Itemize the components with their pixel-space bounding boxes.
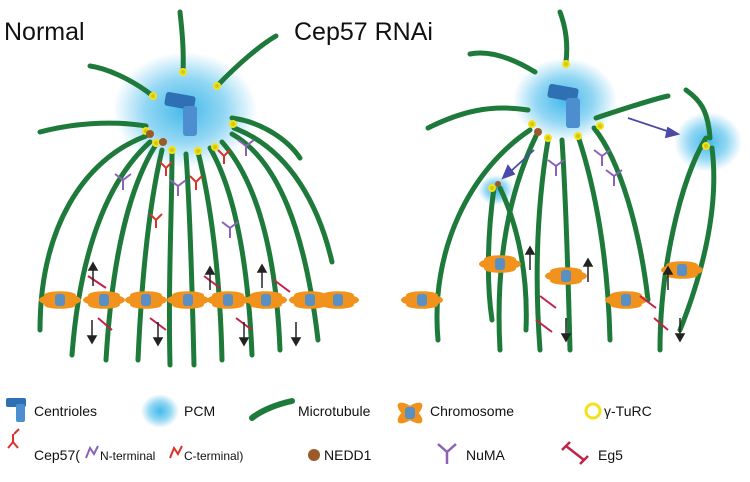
- title-rnai: Cep57 RNAi: [294, 18, 433, 46]
- centriole-normal: [164, 91, 197, 136]
- rnai-spindle: [401, 9, 742, 353]
- normal-spindle: [37, 9, 359, 368]
- legend-gamma-turc: γ-TuRC: [584, 402, 652, 420]
- legend-label-numa: NuMA: [466, 447, 506, 463]
- n-terminal-icon: [85, 445, 99, 459]
- numa-normal: [114, 139, 255, 238]
- legend-cep57: Cep57( N-terminal C-terminal): [7, 428, 243, 463]
- arrows-normal: [86, 261, 302, 347]
- chromosome: [317, 291, 359, 309]
- pcm-icon: [141, 394, 179, 428]
- microtubule-icon: [249, 398, 295, 421]
- nedd1-normal: [146, 130, 167, 146]
- legend-pcm: PCM: [141, 394, 215, 428]
- chromosome: [245, 291, 287, 309]
- chromosome: [289, 291, 331, 309]
- legend-label-eg5: Eg5: [598, 447, 623, 463]
- title-normal: Normal: [4, 18, 85, 46]
- legend-label-pcm: PCM: [184, 403, 215, 419]
- cep57-normal: [149, 149, 231, 228]
- chromosome: [605, 291, 647, 309]
- chromosome: [83, 291, 125, 309]
- cep57-icon: [7, 428, 20, 449]
- legend-microtubule: Microtubule: [249, 398, 371, 421]
- legend-label-c-terminal: C-terminal): [184, 449, 243, 463]
- eg5-icon: [561, 441, 589, 465]
- gamma-turc-icon: [584, 402, 602, 420]
- legend-label-microtubule: Microtubule: [298, 403, 371, 419]
- legend-nedd1: NEDD1: [308, 447, 372, 463]
- legend-label-chromosome: Chromosome: [430, 403, 514, 419]
- fragment-arrows: [501, 117, 681, 180]
- chromosome: [479, 255, 521, 273]
- centriole-rnai: [547, 83, 580, 128]
- chromosome: [167, 291, 209, 309]
- legend-label-centrioles: Centrioles: [34, 403, 97, 419]
- legend-numa: NuMA: [437, 443, 506, 464]
- c-terminal-icon: [169, 445, 183, 459]
- legend-label-gamma-turc: γ-TuRC: [604, 403, 652, 419]
- legend-label-nedd1: NEDD1: [324, 447, 372, 463]
- chromosome: [545, 267, 587, 285]
- legend: Centrioles PCM Microtubule Chromosome γ-…: [6, 394, 652, 465]
- eg5-rnai: [535, 295, 669, 333]
- chromosome: [125, 291, 167, 309]
- legend-chromosome: Chromosome: [397, 402, 514, 424]
- legend-label-n-terminal: N-terminal: [100, 449, 155, 463]
- chromosome: [39, 291, 81, 309]
- nedd1-icon: [308, 449, 320, 461]
- chromosomes-rnai: [401, 255, 703, 309]
- legend-centrioles: Centrioles: [6, 398, 97, 422]
- arrows-rnai: [524, 245, 686, 343]
- numa-rnai: [547, 149, 623, 186]
- pcm-rnai-fragment-right: [674, 112, 742, 172]
- chromosome: [207, 291, 249, 309]
- gamma-turc-rnai: [488, 60, 710, 192]
- chromosome: [661, 261, 703, 279]
- numa-icon: [437, 443, 457, 464]
- chromosome: [401, 291, 443, 309]
- legend-eg5: Eg5: [561, 441, 623, 465]
- chromosomes-normal: [39, 291, 359, 309]
- legend-label-cep57: Cep57(: [34, 447, 80, 463]
- chromosome-icon: [397, 402, 423, 424]
- gamma-turc-normal: [142, 68, 237, 155]
- nedd1-rnai: [495, 128, 542, 187]
